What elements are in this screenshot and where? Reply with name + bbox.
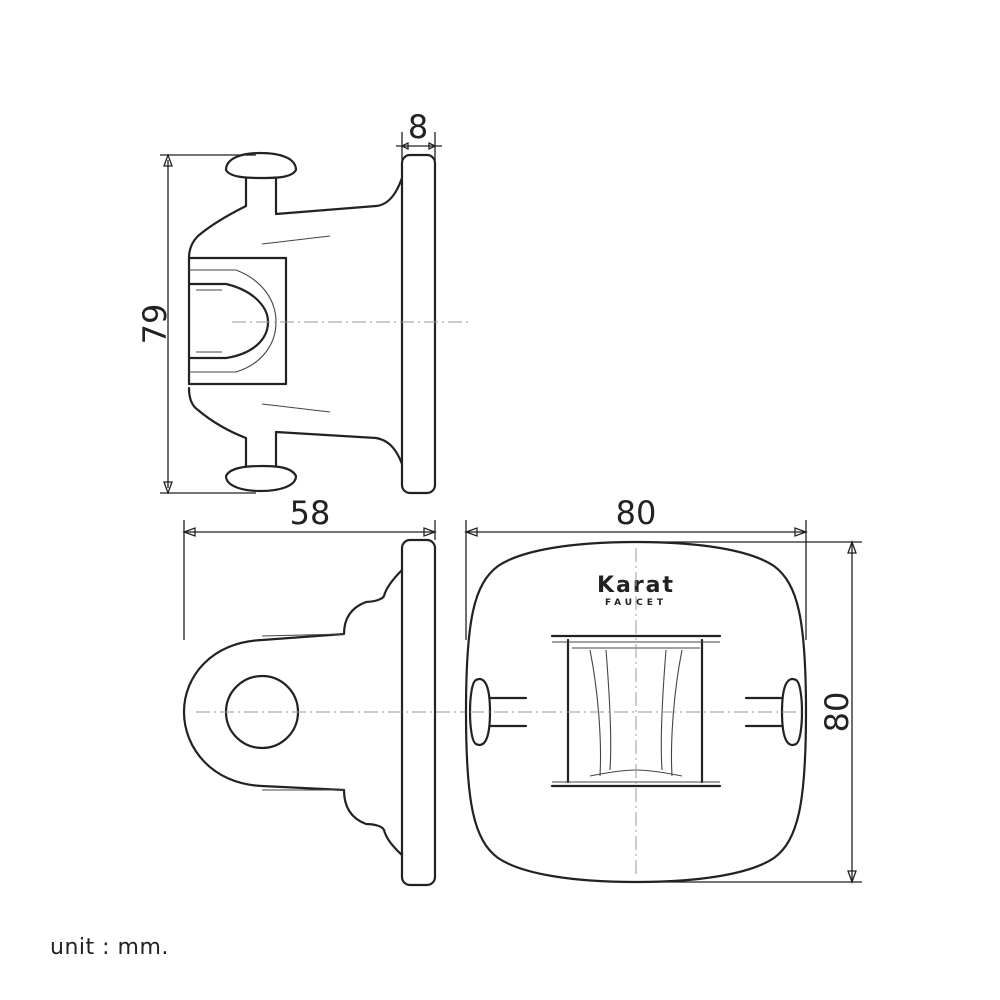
top-view-body <box>187 174 404 470</box>
top-view-lower-knob <box>224 464 298 493</box>
side-view <box>182 538 470 887</box>
dim-58: 58 <box>182 494 437 640</box>
dim-8: 8 <box>396 108 442 160</box>
top-view <box>187 151 470 495</box>
top-view-cradle-arc <box>187 282 270 360</box>
dim-80-height: 80 <box>636 540 862 884</box>
unit-note: unit : mm. <box>50 935 169 960</box>
front-view-holder <box>550 634 722 788</box>
dim-80-width-label: 80 <box>616 494 657 532</box>
logo-brand: Karat <box>597 573 675 598</box>
dim-80-height-label: 80 <box>818 692 856 733</box>
top-view-upper-knob <box>224 151 298 180</box>
top-view-wall-plate <box>400 153 437 495</box>
front-view: Karat FAUCET <box>464 540 808 884</box>
dim-79-label: 79 <box>136 304 174 345</box>
side-view-body <box>182 568 404 857</box>
dim-8-label: 8 <box>408 108 428 146</box>
dim-58-label: 58 <box>290 494 331 532</box>
dim-80-width: 80 <box>464 494 808 640</box>
dim-79: 79 <box>136 153 256 495</box>
logo-sub: FAUCET <box>605 598 667 608</box>
top-view-cradle <box>187 256 288 386</box>
